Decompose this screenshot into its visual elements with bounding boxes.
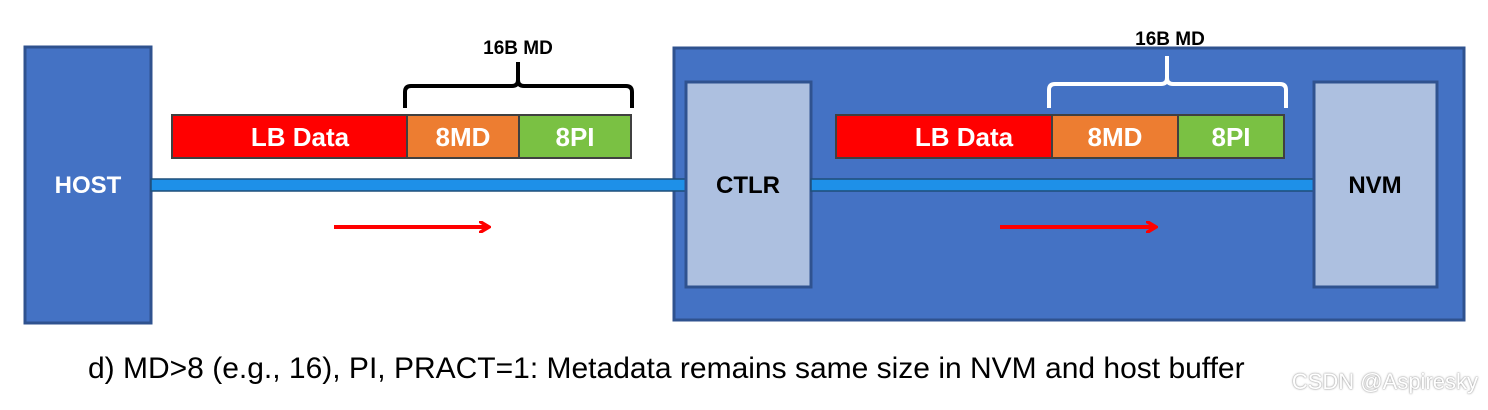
nvm-brace <box>1047 56 1288 108</box>
host-brace-label: 16B MD <box>483 38 553 59</box>
host-brace <box>403 62 634 108</box>
host-pi-label: 8PI <box>555 122 594 152</box>
controller-box <box>684 80 813 289</box>
host-label: HOST <box>55 172 122 199</box>
controller-label: CTLR <box>716 172 780 199</box>
figure-caption: d) MD>8 (e.g., 16), PI, PRACT=1: Metadat… <box>88 352 1245 385</box>
nvm-bus <box>810 178 1315 192</box>
host-md-segment <box>406 114 520 159</box>
nvm-label: NVM <box>1348 172 1401 199</box>
nvm-md-segment <box>1051 114 1179 159</box>
watermark: CSDN @Aspiresky <box>1291 369 1478 394</box>
host-box <box>23 45 153 325</box>
nvm-pi-label: 8PI <box>1211 122 1250 152</box>
nvm-lb-data-label: LB Data <box>915 122 1014 152</box>
nvm-pi-segment <box>1177 114 1285 159</box>
nvm-md-label: 8MD <box>1088 122 1143 152</box>
nvm-brace-label: 16B MD <box>1135 29 1205 50</box>
host-bus <box>150 178 687 192</box>
nvm-box <box>1312 80 1439 289</box>
host-lb-data-segment <box>171 114 408 159</box>
host-md-label: 8MD <box>436 122 491 152</box>
host-lb-data-label: LB Data <box>251 122 350 152</box>
nvm-lb-data-segment <box>835 114 1053 159</box>
host-pi-segment <box>518 114 632 159</box>
